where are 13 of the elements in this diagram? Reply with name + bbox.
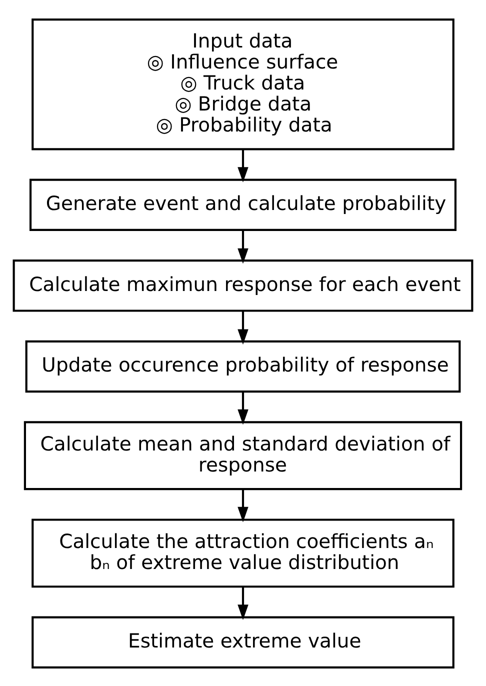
node-box: Calculate the attraction coefficients aₙ bₙ of extreme value distribution	[32, 518, 454, 588]
arrow	[238, 586, 248, 620]
node-box: Update occurence probability of response	[25, 340, 461, 392]
arrow	[238, 488, 248, 522]
arrow	[238, 148, 248, 182]
arrow	[238, 391, 248, 424]
node-box: Input data ◎ Influence surface ◎ Truck data ◎ Bridge data ◎ Probability data	[32, 18, 454, 150]
node-box: Estimate extreme value	[32, 616, 454, 668]
node-box: Generate event and calculate probability	[29, 178, 457, 230]
arrow	[238, 310, 248, 344]
node-box: Calculate maximun response for each event	[12, 259, 474, 312]
arrow	[238, 230, 248, 264]
node-box: Calculate mean and standard deviation of response	[24, 420, 462, 490]
